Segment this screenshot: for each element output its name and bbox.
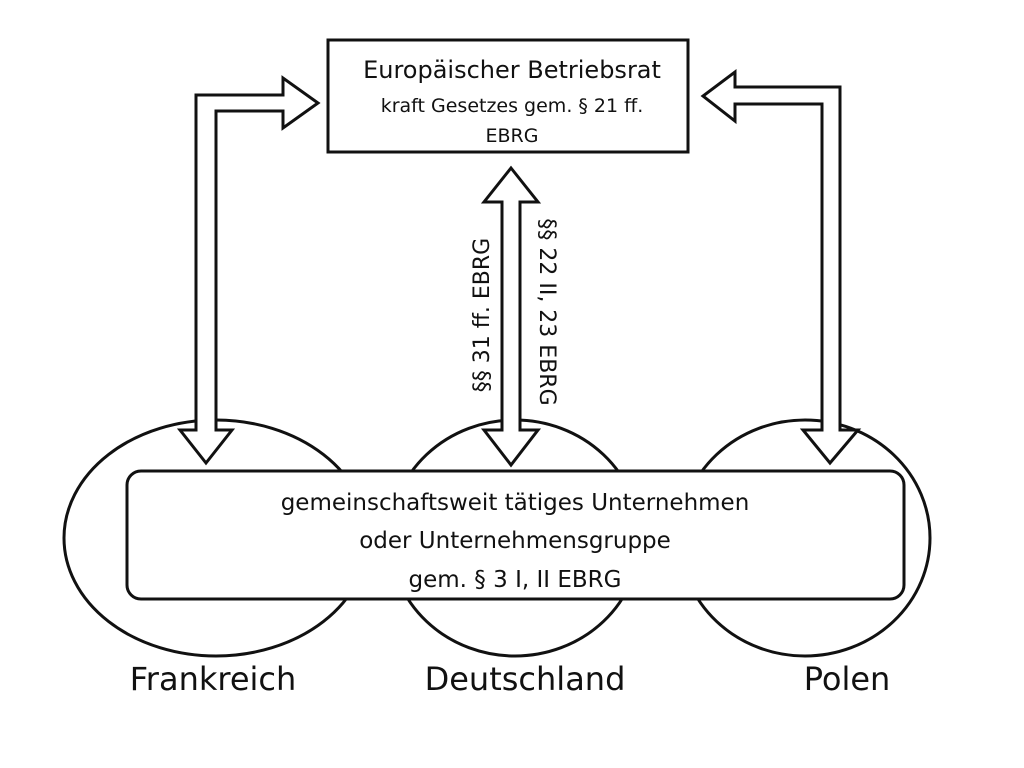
arrow-betriebsrat-to-polen (700, 69, 862, 466)
company-box (125, 469, 906, 601)
arrow-frankreich-to-betriebsrat (176, 75, 321, 466)
label-31ff-ebrg: §§ 31 ff. EBRG (470, 238, 495, 392)
label-22-23-ebrg: §§ 22 II, 23 EBRG (534, 218, 559, 405)
company-line2: oder Unternehmensgruppe (359, 528, 671, 554)
company-line1: gemeinschaftsweit tätiges Unternehmen (281, 490, 750, 516)
top-box-line3: EBRG (486, 125, 539, 147)
country-label-polen: Polen (804, 660, 891, 698)
country-label-frankreich: Frankreich (130, 660, 297, 698)
top-box-line2: kraft Gesetzes gem. § 21 ff. (381, 95, 644, 117)
company-line3: gem. § 3 I, II EBRG (409, 567, 622, 593)
top-box (326, 38, 690, 154)
country-label-deutschland: Deutschland (425, 660, 626, 698)
arrow-center-double (480, 165, 542, 468)
top-box-title: Europäischer Betriebsrat (363, 56, 661, 84)
